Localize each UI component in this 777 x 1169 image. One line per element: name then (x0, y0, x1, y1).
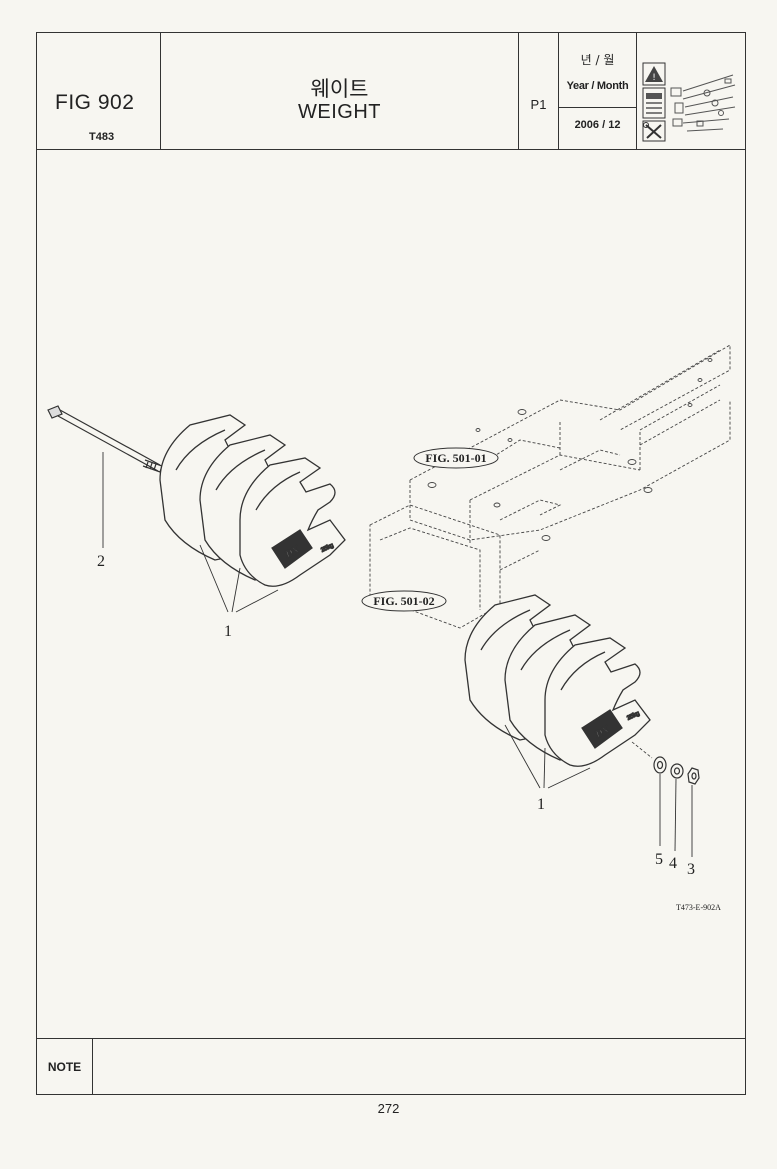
title-english: WEIGHT (298, 101, 381, 123)
weight-stack-left: DX 25kg (159, 414, 346, 613)
chassis-holes (427, 358, 713, 541)
callout-2: 2 (97, 553, 105, 570)
date-label-english: Year / Month (566, 80, 629, 92)
chassis-frame (369, 344, 731, 629)
date-divider (559, 107, 636, 108)
callout-1-right: 1 (537, 796, 545, 813)
weight-stack-right: DX 25kg (464, 594, 653, 789)
fig-code: FIG 902 (55, 91, 135, 114)
header-icons: ! (642, 62, 736, 142)
exploded-parts-icon (670, 74, 736, 132)
callout-4: 4 (669, 855, 677, 872)
callout-5: 5 (655, 851, 663, 868)
date-cell: 년 / 월 Year / Month 2006 / 12 (559, 33, 637, 149)
service-manual-icon (642, 87, 666, 119)
title-korean: 웨이트 (310, 77, 369, 101)
hardware-leaders (659, 774, 693, 857)
title-cell: 웨이트 WEIGHT (161, 33, 519, 149)
date-value: 2006 / 12 (574, 119, 621, 131)
svg-text:FIG. 501-01: FIG. 501-01 (425, 451, 486, 465)
note-row: NOTE (37, 1038, 745, 1095)
callout-1-left: 1 (224, 623, 232, 640)
nut-part (687, 767, 700, 785)
fig-ref-501-01: FIG. 501-01 (413, 447, 499, 469)
svg-text:FIG. 501-02: FIG. 501-02 (373, 594, 434, 608)
page-cell: P1 (519, 33, 559, 149)
svg-text:!: ! (652, 73, 656, 83)
callout-3: 3 (687, 861, 695, 878)
tools-icon (642, 120, 666, 142)
page-label: P1 (530, 97, 547, 112)
drawing-code: T473-E-902A (676, 903, 721, 912)
washer-part (653, 756, 667, 774)
model-code: T483 (89, 131, 115, 143)
warning-sign-icon: ! (642, 62, 666, 86)
page-frame: FIG 902 T483 웨이트 WEIGHT P1 년 / 월 Year / … (36, 32, 746, 1095)
date-label-korean: 년 / 월 (580, 53, 615, 67)
dx-logo-left: DX 25kg (271, 529, 335, 569)
fig-cell: FIG 902 T483 (37, 33, 161, 149)
icons-cell: ! (637, 33, 745, 149)
header-block: FIG 902 T483 웨이트 WEIGHT P1 년 / 월 Year / … (37, 33, 745, 150)
fig-ref-501-02: FIG. 501-02 (361, 590, 447, 612)
bolt-part (47, 405, 163, 473)
exploded-view-diagram: DX 25kg FIG (47, 344, 731, 912)
lock-washer-part (670, 763, 684, 779)
page-number: 272 (377, 1101, 400, 1116)
note-label: NOTE (37, 1039, 93, 1095)
